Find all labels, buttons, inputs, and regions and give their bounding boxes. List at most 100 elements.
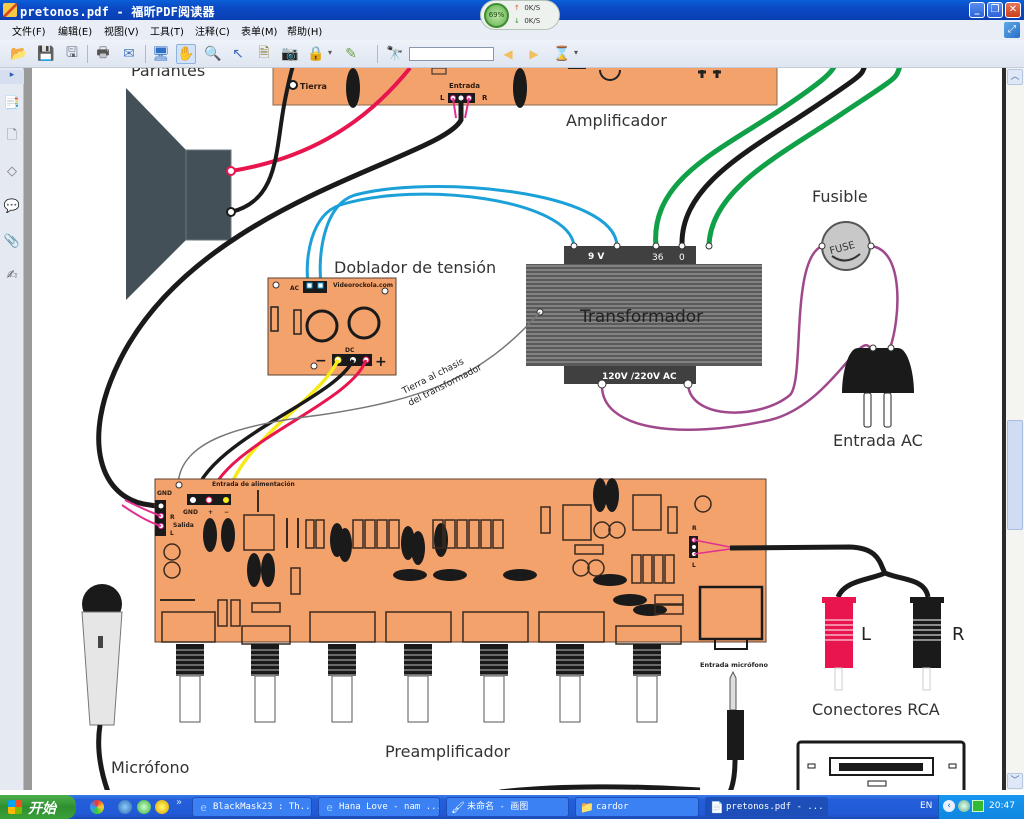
text-select-icon[interactable]: 🗎	[258, 45, 270, 61]
quicklaunch-overflow-icon[interactable]: »	[176, 797, 183, 808]
preamp-ic	[243, 514, 275, 551]
zoom-tool-icon[interactable]: 🔍	[204, 46, 222, 62]
amp-input-r-label: R	[482, 94, 488, 102]
taskbar-item-cardor[interactable]: 📁 cardor	[575, 797, 699, 817]
preamp-components	[160, 478, 764, 723]
search-options-dropdown-icon[interactable]: ▾	[574, 48, 579, 57]
network-meter-widget[interactable]: 69% ↑ 0K/S ↓ 0K/S	[480, 0, 560, 30]
menu-view[interactable]: 视图(V)	[104, 27, 139, 38]
select-arrow-icon[interactable]: ↖	[232, 46, 244, 62]
potentiometer-knob-shaft	[179, 675, 201, 723]
fuse-title-label: Fusible	[812, 187, 868, 206]
language-indicator[interactable]: EN	[920, 801, 933, 811]
preamp-power-pin	[223, 497, 229, 503]
preamp-ic	[562, 504, 592, 541]
pdf-page-view[interactable]: Tierra Entrada L R Amplificador Parlante…	[32, 68, 1002, 790]
quicklaunch-add-icon[interactable]	[155, 800, 169, 814]
doubler-ac-pin	[317, 282, 324, 289]
download-arrow-icon: ↓	[514, 17, 520, 25]
amp-input-pink-wires	[452, 97, 470, 119]
tray-monitor-icon[interactable]	[972, 800, 984, 812]
rms-dropdown-icon[interactable]: ▾	[328, 48, 333, 57]
preamp-capacitor	[613, 594, 647, 606]
tray-network-icon[interactable]	[958, 800, 970, 812]
close-button[interactable]: ✕	[1005, 2, 1021, 18]
attachments-icon[interactable]: 📎	[3, 233, 21, 249]
comments-icon[interactable]: 💬	[3, 198, 21, 214]
find-input[interactable]	[409, 47, 494, 61]
fullscreen-view-icon[interactable]: 🖥	[152, 46, 170, 62]
layers-icon[interactable]: ◇	[7, 163, 17, 179]
scrollbar-thumb[interactable]	[1007, 420, 1023, 531]
preamp-resistor	[664, 554, 675, 584]
start-button[interactable]: 开始	[0, 795, 76, 819]
taskbar-item-blackmask[interactable]: e BlackMask23 : Th...	[192, 797, 312, 817]
preamp-gnd2-label: GND	[183, 509, 198, 516]
taskbar-item-paint[interactable]: 🖌 未命名 - 画图	[446, 797, 569, 817]
preamp-resistor	[654, 594, 684, 605]
quicklaunch-app-icon[interactable]	[90, 800, 104, 814]
doubler-plus-label: +	[375, 354, 387, 370]
clock[interactable]: 20:47	[989, 801, 1015, 811]
potentiometer-housing	[385, 611, 452, 643]
print-icon[interactable]: 🖶	[96, 45, 110, 61]
amp-ground-terminal	[288, 80, 298, 90]
doubler-minus-label: −	[315, 353, 327, 369]
snapshot-icon[interactable]: 📷	[281, 46, 299, 62]
rms-lock-icon[interactable]: 🔒	[307, 46, 325, 62]
minimize-button[interactable]: _	[969, 2, 985, 18]
radio-button	[867, 780, 887, 787]
hand-tool-icon[interactable]: ✋	[176, 44, 196, 64]
find-binoculars-icon[interactable]: 🔭	[386, 46, 404, 62]
save-icon[interactable]: 💾	[37, 46, 55, 62]
email-icon[interactable]: ✉	[123, 46, 135, 62]
menu-tools[interactable]: 工具(T)	[150, 27, 184, 38]
find-next-icon[interactable]: ▶	[529, 47, 539, 61]
preamp-label: Preamplificador	[385, 742, 511, 761]
paint-icon: 🖌	[451, 801, 465, 814]
vertical-scrollbar[interactable]: ︿ ﹀	[1006, 68, 1024, 790]
quicklaunch-chat-icon[interactable]	[137, 800, 151, 814]
preamp-output-pink-wires	[121, 499, 162, 527]
transformer-primary-label: 120V /220V AC	[602, 372, 677, 382]
preamp-in-l-label: L	[692, 562, 696, 569]
menu-form[interactable]: 表单(M)	[241, 27, 278, 38]
find-previous-icon[interactable]: ◀	[503, 47, 513, 61]
preamp-resistor	[653, 554, 664, 584]
scroll-up-button[interactable]: ︿	[1007, 69, 1023, 85]
menu-edit[interactable]: 编辑(E)	[58, 27, 93, 38]
preamp-resistor	[217, 599, 228, 627]
preamp-capacitor	[503, 569, 537, 581]
doubler-diode	[293, 309, 302, 335]
expand-panel-icon[interactable]: ▸	[0, 70, 24, 84]
taskbar-item-hana-love[interactable]: e Hana Love - nam ...	[318, 797, 440, 817]
fullscreen-toggle-icon[interactable]: ⤢	[1004, 22, 1020, 38]
taskbar-item-pretonos-pdf[interactable]: 📄 pretonos.pdf - ...	[705, 797, 828, 817]
preamp-gnd-label: GND	[157, 490, 172, 497]
save-as-icon[interactable]: 🖫	[66, 45, 78, 61]
search-options-icon[interactable]: ⌛	[553, 46, 571, 62]
pages-icon[interactable]: 🗋	[6, 128, 18, 143]
preamp-out-l-label: L	[170, 530, 174, 537]
amp-capacitor	[513, 68, 527, 108]
cpu-gauge: 69%	[484, 3, 509, 28]
sign-tool-icon[interactable]: ✎	[345, 46, 357, 62]
amp-input-label: Entrada	[449, 82, 480, 90]
menu-file[interactable]: 文件(F)	[12, 27, 46, 38]
open-icon[interactable]: 📂	[10, 46, 28, 62]
signatures-icon[interactable]: ✍	[6, 267, 18, 283]
microphone-label: Micrófono	[111, 758, 189, 777]
bottom-cable	[499, 784, 701, 790]
bookmarks-icon[interactable]: 📑	[3, 95, 21, 111]
quicklaunch-desktop-icon[interactable]	[118, 800, 132, 814]
mic-jack-socket-base	[714, 638, 748, 650]
scroll-down-button[interactable]: ﹀	[1007, 773, 1023, 789]
menu-help[interactable]: 帮助(H)	[287, 27, 323, 38]
transformer-core	[526, 264, 762, 366]
tray-collapse-icon[interactable]: ‹	[943, 800, 955, 812]
preamp-resistor	[376, 519, 388, 549]
preamp-out-label: Salida	[173, 522, 194, 529]
menu-comment[interactable]: 注释(C)	[195, 27, 230, 38]
mount-hole	[272, 281, 280, 289]
maximize-button[interactable]: ❐	[987, 2, 1003, 18]
